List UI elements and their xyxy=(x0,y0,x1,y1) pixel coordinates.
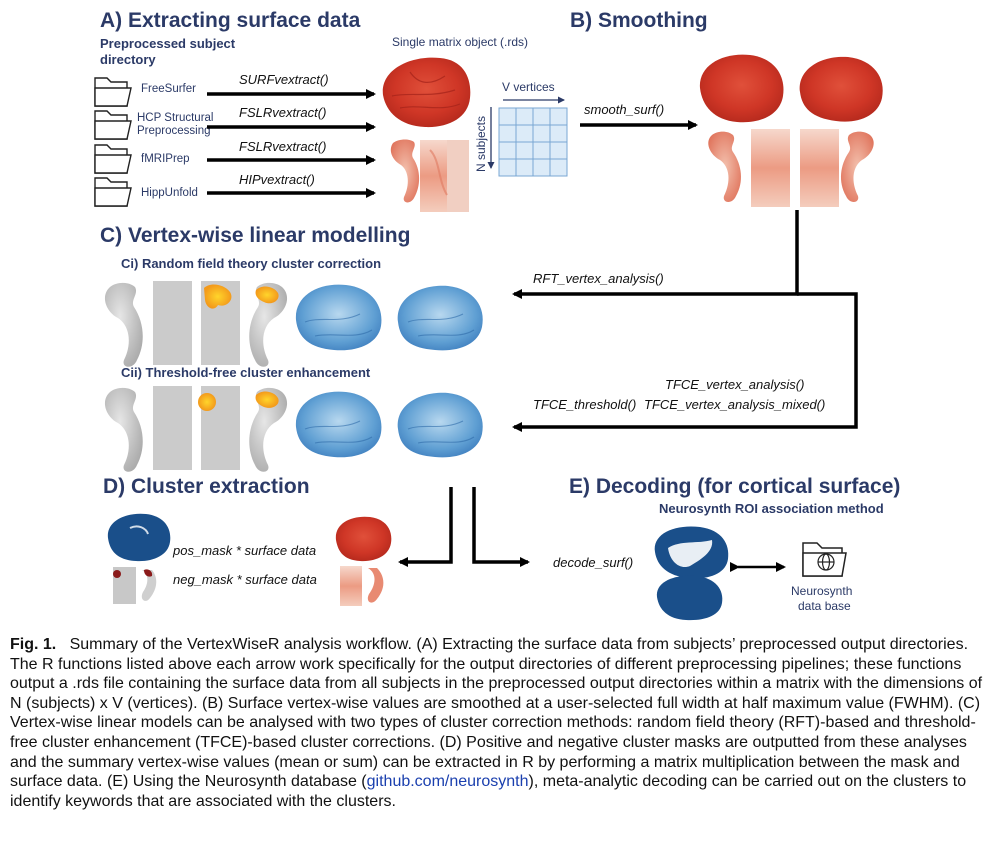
negative-cluster-hippocampus xyxy=(340,566,384,606)
function-fslrvextract-hcp: FSLRvextract() xyxy=(239,105,326,120)
panel-e-title: E) Decoding (for cortical surface) xyxy=(569,475,900,498)
tfce-cluster-yellow xyxy=(198,391,279,411)
tfce-cortex-left-blue xyxy=(295,391,382,458)
function-smooth-surf: smooth_surf() xyxy=(584,102,664,117)
decoding-mask-brain-top xyxy=(654,526,729,579)
pipeline-freesurfer-label: FreeSurfer xyxy=(141,83,196,95)
workflow-diagram: A) Extracting surface data Preprocessed … xyxy=(94,9,900,621)
connector-rft-to-tfce xyxy=(512,292,858,432)
panel-c-title: C) Vertex-wise linear modelling xyxy=(100,224,410,247)
pipeline-hcp-label-line2: Preprocessing xyxy=(137,125,211,137)
function-surfvextract: SURFvextract() xyxy=(239,72,329,87)
smoothed-cortex-right xyxy=(799,56,883,122)
pipeline-hippunfold-label: HippUnfold xyxy=(141,187,198,199)
neurosynth-link[interactable]: github.com/neurosynth xyxy=(366,773,529,791)
rft-cluster-yellow xyxy=(204,284,279,309)
pipeline-fmriprep-label: fMRIPrep xyxy=(141,153,190,165)
positive-mask-brain xyxy=(107,513,171,562)
neurosynth-method-label: Neurosynth ROI association method xyxy=(659,501,884,516)
figure-label: Fig. 1. xyxy=(10,636,57,653)
folder-icon xyxy=(94,77,132,107)
panel-d-title: D) Cluster extraction xyxy=(103,475,310,498)
function-decode-surf: decode_surf() xyxy=(553,555,633,570)
pipeline-hcp-label-line1: HCP Structural xyxy=(137,112,213,124)
function-tfce-vertex-analysis-mixed: TFCE_vertex_analysis_mixed() xyxy=(644,397,825,412)
positive-mask-formula: pos_mask * surface data xyxy=(172,543,316,558)
smoothed-hippocampus xyxy=(708,129,874,207)
panel-ci-title: Ci) Random field theory cluster correcti… xyxy=(121,256,381,271)
figure-caption: Fig. 1. Summary of the VertexWiseR analy… xyxy=(10,635,985,811)
database-folder-icon xyxy=(802,542,847,577)
folder-icon xyxy=(94,144,132,174)
arrow-to-decoding xyxy=(472,487,530,567)
rft-cortex-left-blue xyxy=(295,284,382,351)
function-fslrvextract-fmriprep: FSLRvextract() xyxy=(239,139,326,154)
decoding-mask-brain-bottom xyxy=(656,575,723,621)
matrix-object-label: Single matrix object (.rds) xyxy=(392,35,528,49)
hippocampus-surface xyxy=(390,139,469,212)
function-tfce-threshold: TFCE_threshold() xyxy=(533,397,636,412)
neurosynth-db-label-line2: data base xyxy=(798,599,851,613)
subject-vertex-matrix xyxy=(498,107,568,177)
n-subjects-label: N subjects xyxy=(474,116,488,172)
panel-a-title: A) Extracting surface data xyxy=(100,9,361,32)
function-tfce-vertex-analysis: TFCE_vertex_analysis() xyxy=(665,377,804,392)
panel-cii-title: Cii) Threshold-free cluster enhancement xyxy=(121,365,371,380)
negative-mask-hippocampus xyxy=(113,567,157,604)
folder-icon xyxy=(94,110,132,140)
smoothed-cortex-left xyxy=(699,54,784,123)
v-vertices-label: V vertices xyxy=(502,80,555,94)
function-hipvextract: HIPvextract() xyxy=(239,172,315,187)
n-subjects-label-group: N subjects xyxy=(474,116,488,172)
cortical-thickness-brain xyxy=(382,57,471,128)
rft-cortex-right-blue xyxy=(397,285,483,351)
arrow-to-cluster-extraction xyxy=(398,487,453,567)
caption-text: Summary of the VertexWiseR analysis work… xyxy=(10,636,983,791)
function-rft-vertex-analysis: RFT_vertex_analysis() xyxy=(533,271,664,286)
caption-text-end: ), meta-analytic decoding can be carried… xyxy=(10,773,967,810)
globe-icon xyxy=(817,553,835,571)
directory-label-line2: directory xyxy=(100,52,156,67)
panel-b-title: B) Smoothing xyxy=(570,9,708,32)
negative-mask-formula: neg_mask * surface data xyxy=(173,572,317,587)
tfce-cortex-right-blue xyxy=(397,392,483,458)
neurosynth-db-label-line1: Neurosynth xyxy=(791,584,852,598)
directory-label-line1: Preprocessed subject xyxy=(100,36,236,51)
folder-icon xyxy=(94,177,132,207)
positive-cluster-red-brain xyxy=(335,516,392,562)
tfce-hippocampus-gray xyxy=(104,386,288,472)
